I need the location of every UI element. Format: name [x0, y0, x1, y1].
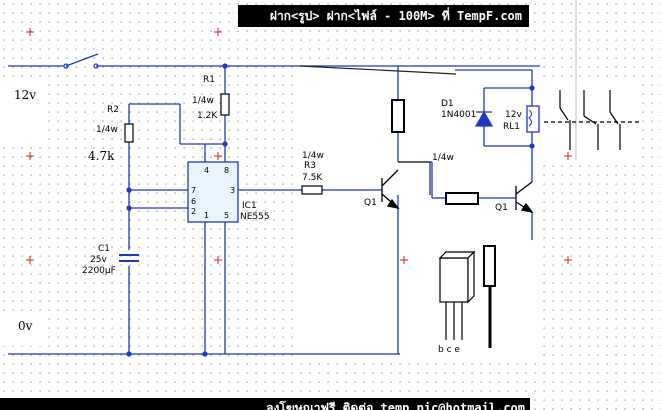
- r1-rating: 1/4w: [192, 96, 214, 106]
- resistor-collector: [391, 99, 405, 133]
- relay-rl1: 12v RL1: [503, 105, 540, 133]
- r3-name: R3: [304, 161, 316, 171]
- r2-rating: 1/4w: [96, 125, 118, 135]
- r1-name: R1: [203, 75, 215, 85]
- ic-ne555: 4 8 7 6 3 2 1 5 IC1 NE555: [187, 161, 270, 223]
- ic-name: IC1: [242, 201, 257, 211]
- transistor-q1-left: [381, 169, 400, 209]
- c1-name: C1: [98, 244, 110, 254]
- ic-pin-6: 6: [191, 197, 196, 206]
- header-banner: ฝาก<รูป> ฝาก<ไฟล์ - 100M> ที่ TempF.com: [238, 5, 529, 27]
- d1-part: 1N4001: [441, 110, 476, 120]
- supply-label: 12v: [14, 88, 36, 102]
- junction-dots: [126, 63, 535, 357]
- c1-voltage: 25v: [90, 255, 107, 265]
- q1-left-name: Q1: [364, 198, 377, 208]
- resistor-r1: R1 1/4w 1.2K: [192, 75, 230, 121]
- relay-contacts: [544, 90, 640, 150]
- ic-pin-3: 3: [230, 186, 235, 195]
- paste-area-ground: [0, 312, 48, 346]
- transistor-q1-right: [515, 181, 534, 213]
- resistor-vertical-right: [483, 245, 496, 348]
- ic-pin-8: 8: [224, 166, 229, 175]
- extra-rating: 1/4w: [432, 153, 454, 163]
- r3-rating: 1/4w: [302, 151, 324, 161]
- ic-pin-2: 2: [191, 207, 196, 216]
- footer-banner-text: ลงโฆษณาฟรี ติดต่อ temp_pic@hotmail.com: [266, 400, 525, 410]
- resistor-r3: 1/4w R3 7.5K: [301, 151, 324, 195]
- r3-value: 7.5K: [302, 173, 323, 183]
- diode-d1: [474, 110, 494, 127]
- resistor-base-right: [445, 192, 479, 205]
- capacitor-c1: C1 25v 2200μF: [82, 244, 139, 276]
- r2-value: 4.7k: [88, 149, 115, 163]
- power-switch: [63, 53, 99, 69]
- header-banner-text: ฝาก<รูป> ฝาก<ไฟล์ - 100M> ที่ TempF.com: [270, 7, 522, 24]
- r1-value: 1.2K: [197, 111, 218, 121]
- transistor-package: [438, 250, 476, 340]
- footer-banner: ลงโฆษณาฟรี ติดต่อ temp_pic@hotmail.com: [0, 398, 530, 410]
- grid-markers: [26, 28, 572, 264]
- pasted-lines: [299, 65, 457, 195]
- d1-name: D1: [441, 99, 454, 109]
- relay-name: RL1: [503, 122, 520, 132]
- ic-pin-7: 7: [191, 186, 196, 195]
- c1-value: 2200μF: [82, 266, 116, 276]
- ic-pin-4: 4: [204, 166, 209, 175]
- r2-name: R2: [107, 105, 119, 115]
- ic-pin-1: 1: [204, 211, 209, 220]
- ground-label: 0v: [18, 319, 33, 333]
- ic-pin-5: 5: [224, 211, 229, 220]
- resistor-r2: R2 1/4w 4.7k: [88, 105, 134, 163]
- paste-area-left: [0, 82, 48, 140]
- relay-voltage: 12v: [505, 110, 522, 120]
- q1-right-name: Q1: [495, 203, 508, 213]
- package-pinout: b c e: [438, 345, 460, 355]
- ic-part: NE555: [240, 212, 270, 222]
